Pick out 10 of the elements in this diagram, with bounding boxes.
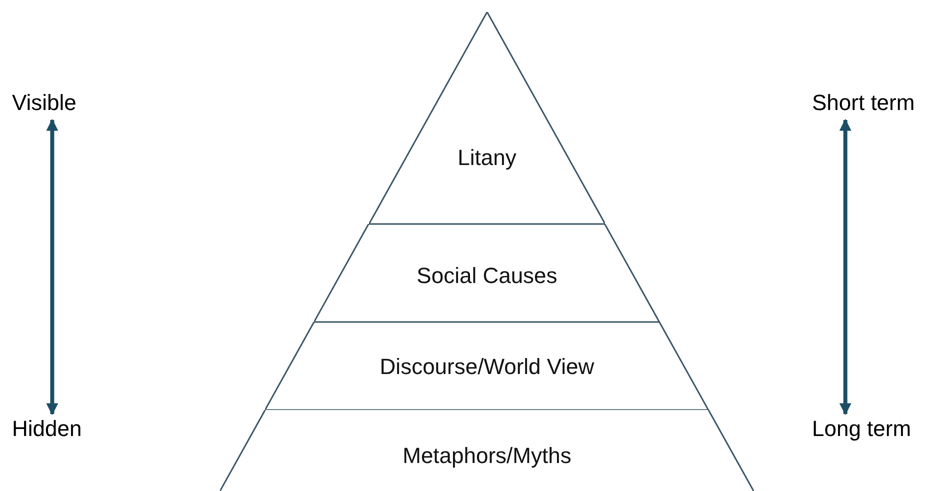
- layer-label: Litany: [458, 145, 516, 171]
- scale-label: Hidden: [12, 416, 82, 441]
- double-arrow: [46, 118, 58, 416]
- layer-label: Social Causes: [416, 263, 558, 289]
- scale-label: Long term: [812, 416, 912, 441]
- scale-label: Short term: [812, 90, 915, 115]
- layer-label: Metaphors/Myths: [402, 443, 572, 469]
- double-arrow: [839, 118, 852, 416]
- layer-label: Discourse/World View: [380, 354, 594, 380]
- scale-label: Visible: [12, 90, 76, 115]
